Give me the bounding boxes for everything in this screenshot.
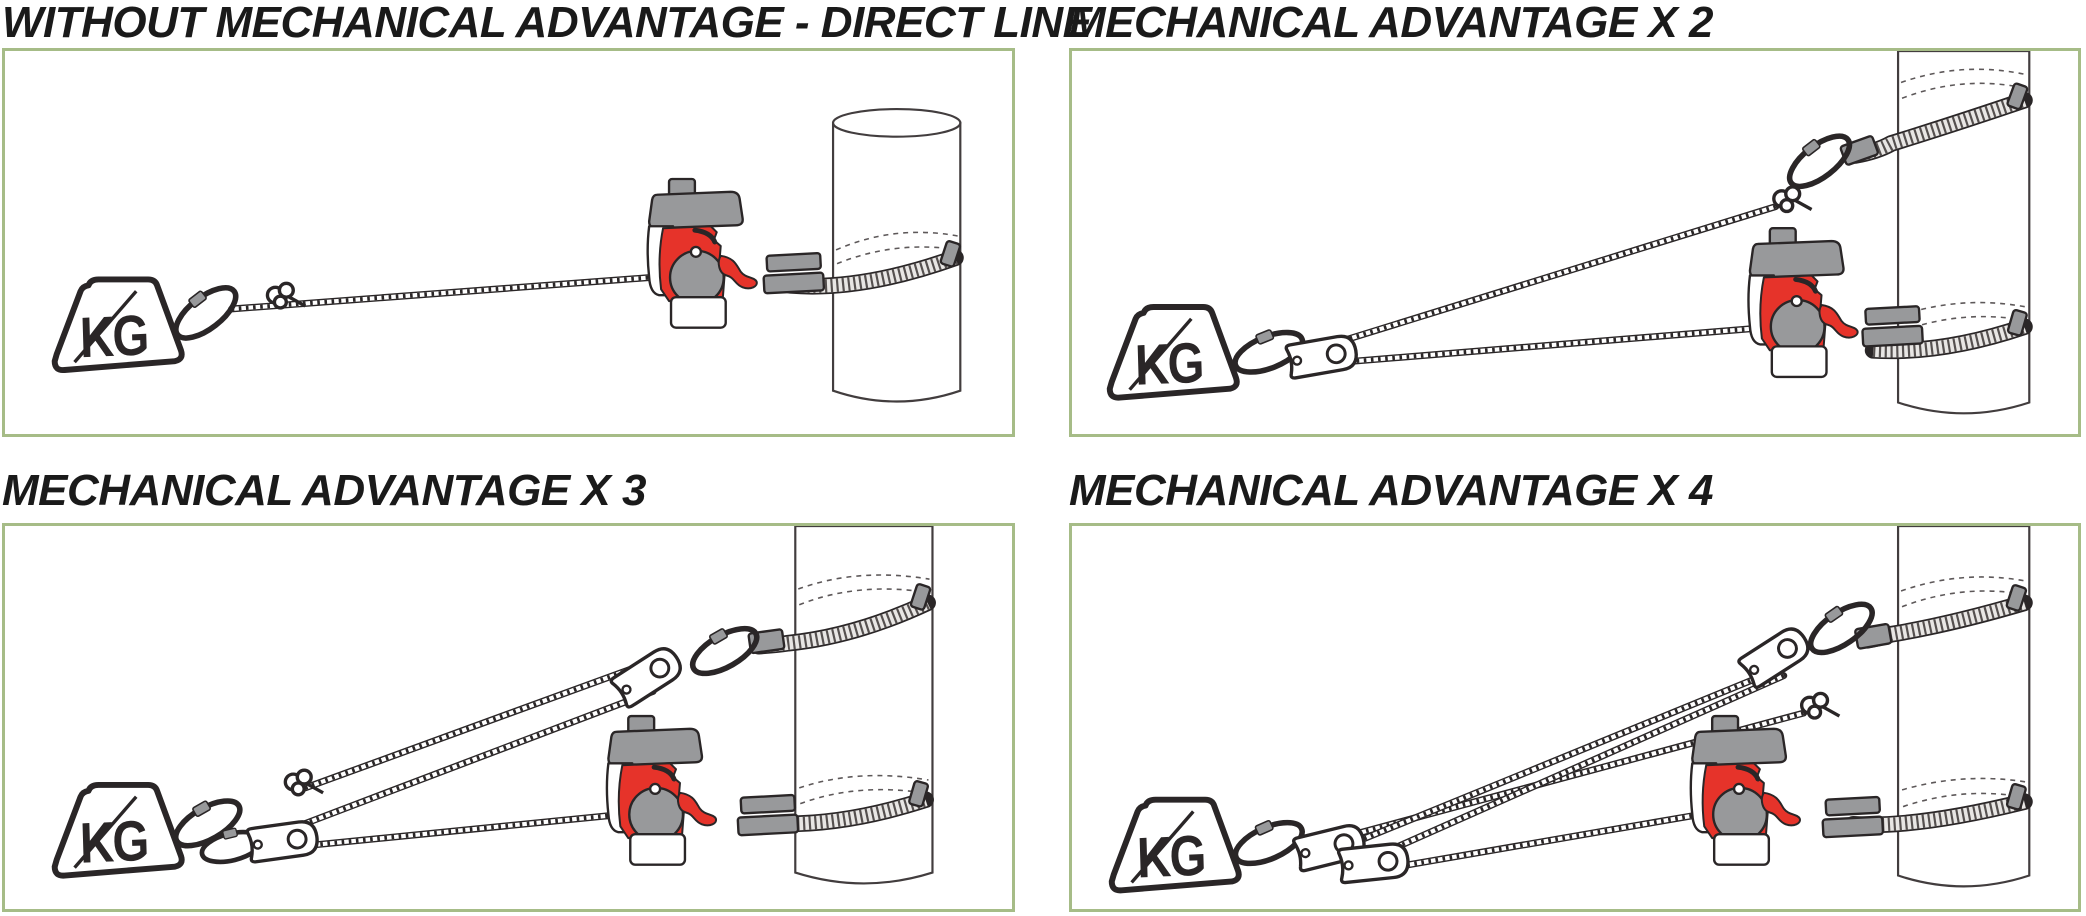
hauling-line-1	[301, 666, 633, 792]
capstan-winch	[1748, 228, 1857, 377]
swivel-pulley	[1284, 332, 1361, 381]
top-anchor-strap	[1853, 576, 2033, 651]
hauling-line-upper	[1321, 203, 1780, 350]
capstan-winch	[648, 179, 757, 328]
top-carabiner	[1778, 123, 1857, 195]
hauling-line-2	[1321, 670, 1772, 859]
panel-title-ma-x4: MECHANICAL ADVANTAGE X 4	[1069, 466, 1713, 515]
rope-knot	[1799, 691, 1842, 720]
panel-title-ma-x3: MECHANICAL ADVANTAGE X 3	[2, 466, 646, 515]
strap-end	[1820, 795, 1885, 839]
pole	[1896, 51, 2031, 415]
strap-end	[735, 793, 800, 837]
top-carabiner	[683, 615, 763, 682]
capstan-winch	[1691, 716, 1800, 865]
top-anchor-strap	[1838, 68, 2033, 167]
top-swivel-pulley	[608, 641, 688, 710]
winch-line	[1382, 812, 1698, 873]
panel-ma-x3: KG	[2, 523, 1015, 912]
weight-label: KG	[1136, 825, 1205, 891]
capstan-winch	[607, 716, 716, 865]
weight-label: KG	[79, 304, 148, 370]
panel-direct-line: KG	[2, 48, 1015, 437]
weight-label: KG	[1134, 332, 1203, 398]
panel-title-direct-line: WITHOUT MECHANICAL ADVANTAGE - DIRECT LI…	[2, 0, 1092, 47]
winch-line	[228, 274, 655, 313]
winch-line	[309, 812, 615, 849]
weight-label: KG	[79, 810, 148, 876]
panel-title-ma-x2: MECHANICAL ADVANTAGE X 2	[1069, 0, 1713, 47]
top-carabiner	[1800, 591, 1880, 662]
winch-line	[1338, 325, 1756, 366]
rope-knot	[265, 281, 307, 310]
top-anchor-strap	[747, 574, 936, 655]
hauling-line-3	[1366, 672, 1788, 863]
swivel-pulley-2	[1336, 840, 1412, 885]
panel-ma-x4: KG	[1069, 523, 2081, 912]
pole	[1896, 526, 2031, 888]
rope-knot	[1772, 185, 1814, 214]
pole	[831, 108, 962, 403]
swivel-pulley	[245, 818, 321, 865]
panel-ma-x2: KG	[1069, 48, 2081, 437]
strap-end	[761, 251, 826, 295]
locking-carabiner	[165, 275, 244, 347]
strap-end	[1860, 304, 1925, 348]
hauling-line-2	[291, 687, 657, 831]
